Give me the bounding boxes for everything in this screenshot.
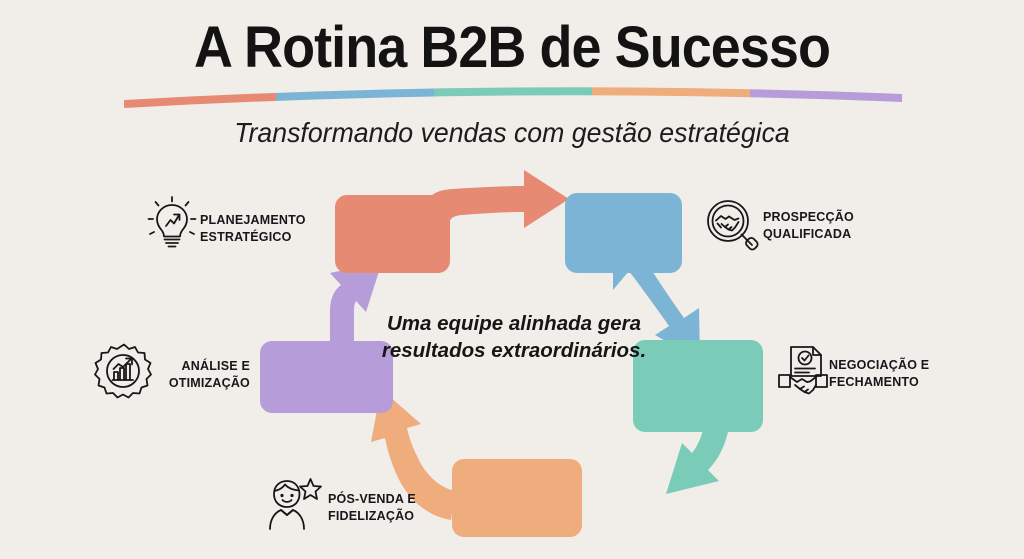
cycle-box-negociacao-fechamento[interactable] <box>633 340 763 432</box>
page-subtitle: Transformando vendas com gestão estratég… <box>234 117 790 148</box>
magnifier-handshake-icon <box>707 200 759 251</box>
header: A Rotina B2B de Sucesso Transformando ve… <box>0 0 1024 160</box>
page-title: A Rotina B2B de Sucesso <box>193 15 831 80</box>
cycle-label-line2: FIDELIZAÇÃO <box>328 508 415 523</box>
cycle-label-line1: PLANEJAMENTO <box>200 213 306 227</box>
lightbulb-growth-icon <box>147 196 197 248</box>
cycle-label-negociacao-fechamento: NEGOCIAÇÃO E FECHAMENTO <box>829 357 929 391</box>
contract-handshake-icon <box>778 346 828 395</box>
cycle-box-analise-otimizacao[interactable] <box>260 341 393 413</box>
cycle-label-planejamento-estrategico: PLANEJAMENTO ESTRATÉGICO <box>200 212 306 246</box>
cycle-label-line1: ANÁLISE E <box>181 359 250 373</box>
cycle-label-prospeccao-qualificada: PROSPECÇÃO QUALIFICADA <box>763 209 854 243</box>
cycle-label-line2: FECHAMENTO <box>829 374 919 389</box>
cycle-box-pos-venda-fidelizacao[interactable] <box>452 459 582 537</box>
underline-accent-bar <box>124 87 902 109</box>
arrow-prospeccao-to-negociacao <box>613 266 700 361</box>
customer-star-icon <box>269 478 322 530</box>
arrow-planejamento-to-prospeccao <box>424 170 569 258</box>
arrow-analise-to-planejamento <box>330 262 382 345</box>
cycle-label-pos-venda-fidelizacao: PÓS-VENDA E FIDELIZAÇÃO <box>328 491 416 525</box>
arrow-posvenda-to-analise <box>371 389 455 520</box>
gear-chart-icon <box>94 343 152 399</box>
cycle-label-line1: PROSPECÇÃO <box>763 210 854 224</box>
cycle-label-line2: OTIMIZAÇÃO <box>168 375 250 390</box>
cycle-label-line2: ESTRATÉGICO <box>200 229 292 244</box>
cycle-box-planejamento-estrategico[interactable] <box>335 195 450 273</box>
cycle-label-line1: NEGOCIAÇÃO E <box>829 358 930 372</box>
cycle-label-line2: QUALIFICADA <box>763 226 852 241</box>
center-quote: Uma equipe alinhada gera resultados extr… <box>381 312 647 363</box>
cycle-label-analise-otimizacao: ANÁLISE E OTIMIZAÇÃO <box>90 358 250 392</box>
cycle-label-line1: PÓS-VENDA E <box>328 492 416 506</box>
cycle-box-prospeccao-qualificada[interactable] <box>565 193 682 273</box>
